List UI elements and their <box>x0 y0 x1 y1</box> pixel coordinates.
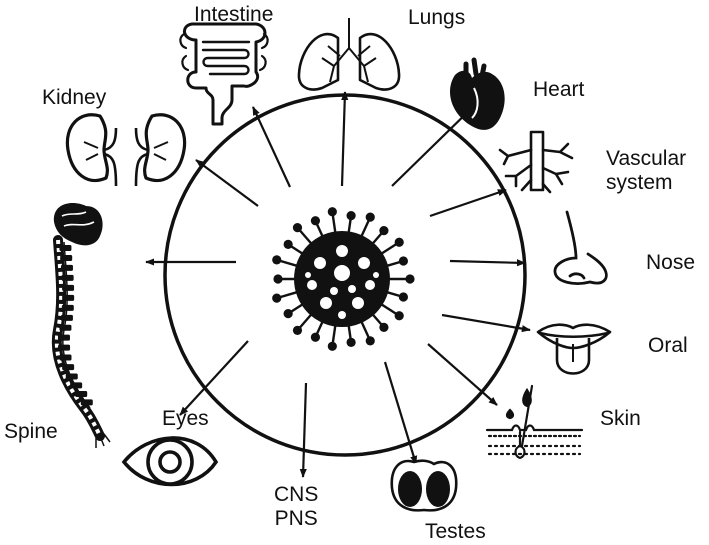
label-oral: Oral <box>648 334 688 357</box>
label-cns: CNS <box>274 483 319 506</box>
eye-icon <box>121 436 219 487</box>
testes-icon <box>390 459 458 512</box>
label-skin: Skin <box>600 407 641 430</box>
label-lungs: Lungs <box>408 6 466 29</box>
label-kidney: Kidney <box>42 86 107 109</box>
label-heart: Heart <box>533 78 585 101</box>
arrow-testes <box>383 361 418 465</box>
kidneys-icon <box>65 113 187 187</box>
label-vascular-line1: Vascular <box>606 147 687 170</box>
intestine-icon <box>179 22 269 126</box>
label-testes: Testes <box>425 520 486 543</box>
arrow-vascular <box>429 188 507 218</box>
arrow-kidney <box>195 159 259 207</box>
label-cns-pns: CNS PNS <box>274 483 318 530</box>
arrow-nose <box>449 259 526 267</box>
label-vascular-line2: system <box>606 170 673 194</box>
arrow-lungs <box>340 91 349 187</box>
arrow-intestine <box>252 106 291 188</box>
arrows <box>145 91 531 478</box>
virus-icon <box>272 207 415 351</box>
skin-layer-icon <box>485 384 584 460</box>
arrow-oral <box>441 313 531 333</box>
label-eyes: Eyes <box>162 407 209 430</box>
nose-icon <box>553 210 608 285</box>
label-spine: Spine <box>4 420 58 443</box>
label-nose: Nose <box>646 251 696 274</box>
arrow-skin <box>427 343 498 406</box>
arrow-eyes <box>179 340 249 416</box>
lungs-icon <box>297 18 401 91</box>
mouth-tongue-icon <box>536 323 612 375</box>
arrow-cns <box>299 382 308 478</box>
label-vascular-system: Vascular system <box>606 147 686 194</box>
label-pns: PNS <box>274 506 318 530</box>
brain-spine-icon <box>51 203 111 448</box>
label-intestine: Intestine <box>194 3 274 26</box>
blood-vessel-icon <box>498 130 574 194</box>
heart-icon <box>450 57 505 130</box>
